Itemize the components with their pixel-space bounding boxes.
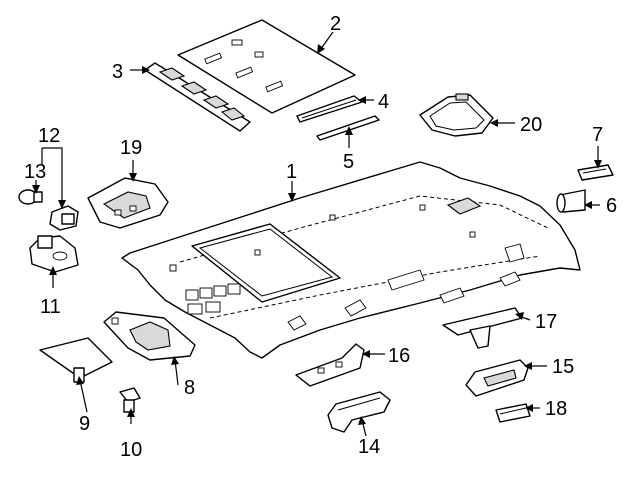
part-6-pad[interactable] bbox=[556, 189, 586, 213]
part-4-trim-strip[interactable] bbox=[296, 95, 363, 123]
callout-6: 6 bbox=[606, 195, 617, 217]
part-9-visor-panel[interactable] bbox=[39, 337, 113, 383]
callout-19: 19 bbox=[120, 137, 142, 159]
part-13-clip[interactable] bbox=[18, 189, 43, 205]
part-11-bracket[interactable] bbox=[29, 235, 79, 273]
callout-10: 10 bbox=[120, 439, 142, 461]
callout-16: 16 bbox=[388, 345, 410, 367]
callout-2: 2 bbox=[330, 13, 341, 35]
part-5-seal-strip[interactable] bbox=[316, 115, 380, 141]
part-16-handle-bracket[interactable] bbox=[295, 343, 365, 387]
part-8-sun-visor[interactable] bbox=[103, 311, 196, 361]
callout-11: 11 bbox=[40, 296, 61, 318]
part-18-small-clip[interactable] bbox=[495, 403, 531, 423]
part-17-rear-bracket[interactable] bbox=[442, 307, 523, 349]
part-10-holder-clip[interactable] bbox=[119, 387, 141, 413]
part-15-rear-handle[interactable] bbox=[465, 359, 529, 397]
callout-18: 18 bbox=[545, 398, 567, 420]
callout-1: 1 bbox=[286, 161, 297, 183]
callout-3: 3 bbox=[112, 61, 123, 83]
part-2-roof-panel[interactable] bbox=[177, 19, 356, 114]
callout-13: 13 bbox=[24, 161, 46, 183]
callout-15: 15 bbox=[552, 356, 574, 378]
callout-labels: 1 2 3 4 5 6 7 8 9 10 11 12 13 14 15 16 1… bbox=[24, 13, 617, 461]
part-12-bulb-holder[interactable] bbox=[49, 205, 79, 231]
part-19-dome-lamp[interactable] bbox=[87, 177, 169, 229]
callout-9: 9 bbox=[79, 413, 90, 435]
callout-20: 20 bbox=[520, 114, 542, 136]
callout-5: 5 bbox=[343, 151, 354, 173]
part-20-lamp-housing[interactable] bbox=[419, 93, 494, 137]
arrowheads bbox=[32, 44, 602, 425]
callout-17: 17 bbox=[535, 311, 557, 333]
part-3-reinforcement[interactable] bbox=[144, 62, 251, 132]
callout-12: 12 bbox=[38, 125, 60, 147]
part-1-headliner[interactable] bbox=[121, 161, 581, 359]
callout-14: 14 bbox=[358, 436, 380, 458]
callout-7: 7 bbox=[592, 124, 603, 146]
part-14-grab-handle[interactable] bbox=[327, 391, 391, 433]
callout-8: 8 bbox=[184, 377, 195, 399]
callout-4: 4 bbox=[378, 91, 389, 113]
part-7-badge[interactable] bbox=[577, 164, 614, 181]
